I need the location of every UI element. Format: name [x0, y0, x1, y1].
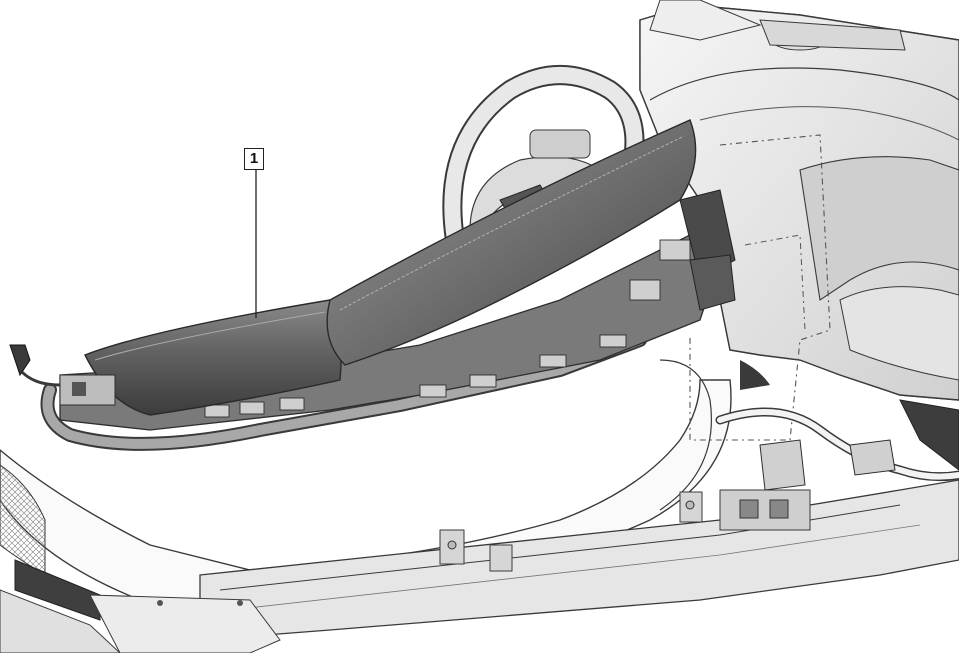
component-1-module	[9, 119, 736, 451]
callout-label-1: 1	[244, 148, 264, 170]
rail-slots	[204, 239, 691, 418]
lower-left-brackets	[0, 559, 281, 654]
wire-harness	[715, 360, 959, 491]
instrument-panel	[639, 0, 959, 471]
hidden-duct-outline	[689, 134, 831, 441]
lower-cross-member	[199, 479, 959, 641]
